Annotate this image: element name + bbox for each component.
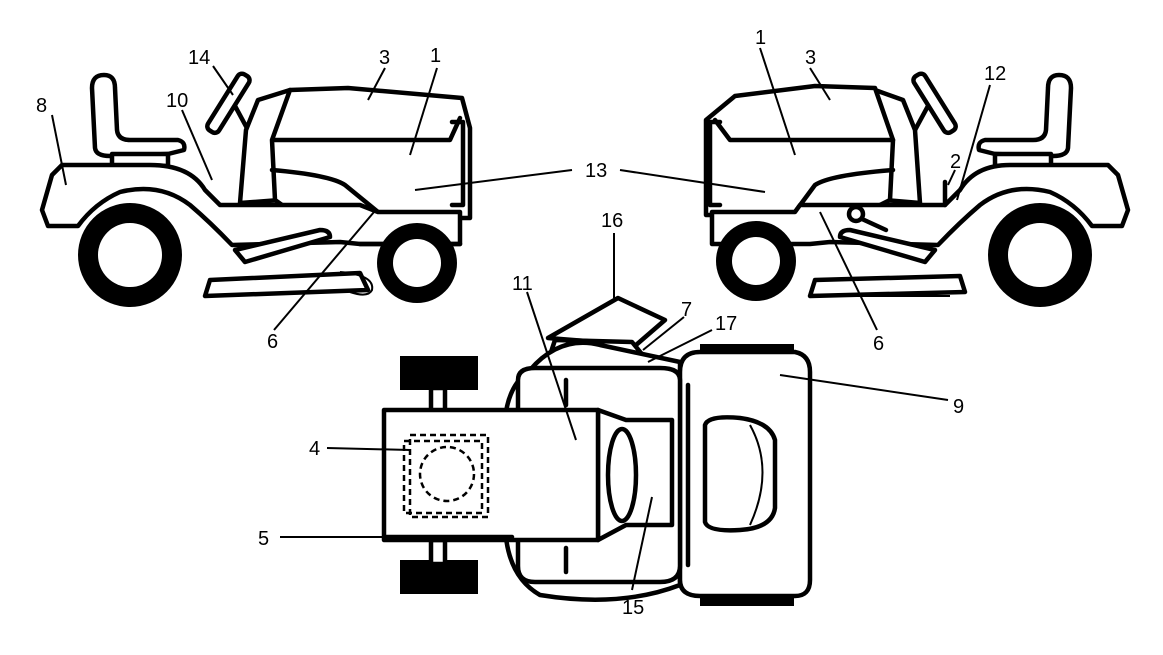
callout-numbers: 8 14 10 3 1 6 13 1 3 12 2 6 16 11 7 17 9…	[36, 27, 1006, 619]
steering-wheel	[911, 71, 958, 136]
leader-12	[956, 84, 991, 201]
callout-14: 14	[188, 47, 210, 69]
callout-5: 5	[258, 528, 269, 550]
callout-3-right: 3	[805, 47, 816, 69]
leader-8	[51, 114, 67, 186]
callout-1-right: 1	[755, 27, 766, 49]
hood	[703, 83, 896, 218]
leader-13-left	[414, 169, 573, 191]
tractor-right-side-view	[703, 71, 1131, 307]
rear-wheel-hub	[98, 223, 162, 287]
callout-4: 4	[309, 438, 320, 460]
grille	[449, 119, 466, 208]
leader-17	[647, 329, 713, 363]
mower-deck	[807, 273, 968, 299]
steering-wheel-top	[605, 426, 639, 524]
seat-circle	[418, 445, 476, 503]
hood-crease	[272, 115, 463, 143]
rear-body	[709, 162, 1131, 248]
leader-lines	[51, 47, 991, 591]
leader-1-right	[759, 47, 796, 156]
seat	[976, 72, 1074, 159]
ignition-lever	[859, 216, 889, 233]
callout-11: 11	[512, 273, 533, 295]
rear-body	[39, 162, 463, 248]
foot-pedal	[837, 227, 938, 265]
callout-7: 7	[681, 299, 692, 321]
callout-15: 15	[622, 597, 644, 619]
hood-vent-inner	[749, 424, 764, 526]
callout-9: 9	[953, 396, 964, 418]
leader-11	[526, 291, 577, 441]
front-wheel-hub	[732, 237, 780, 285]
steering-wheel	[205, 71, 252, 136]
seat-outline-shadow	[402, 439, 484, 515]
deck-chute	[339, 271, 374, 296]
hood	[269, 85, 473, 221]
callout-3-left: 3	[379, 47, 390, 69]
leader-10	[181, 109, 213, 181]
callout-8: 8	[36, 95, 47, 117]
callout-17: 17	[715, 313, 737, 335]
grille	[707, 119, 723, 208]
rear-fender-top	[381, 407, 601, 543]
leader-6-right	[819, 211, 878, 331]
ignition-key-icon	[846, 204, 866, 224]
rear-axle-bottom	[428, 537, 448, 567]
callout-2: 2	[950, 151, 961, 173]
discharge-chute	[545, 295, 668, 348]
front-wheel-hub	[393, 239, 441, 287]
foot-pedal	[232, 227, 333, 265]
hood-vent	[702, 415, 778, 533]
rear-tire-top	[400, 356, 478, 390]
rear-wheel-hub	[1008, 223, 1072, 287]
leader-7	[642, 316, 685, 351]
leader-9	[779, 374, 949, 401]
callout-16: 16	[601, 210, 623, 232]
leader-2	[947, 169, 956, 186]
leader-3-right	[809, 67, 831, 101]
leader-3-left	[367, 67, 386, 101]
leader-1-left	[409, 67, 438, 156]
callout-13: 13	[585, 160, 607, 182]
callout-6-right: 6	[873, 333, 884, 355]
leader-15	[631, 496, 653, 591]
leader-14	[212, 65, 234, 96]
side-panel-curve	[792, 167, 896, 215]
callout-6-left: 6	[267, 331, 278, 353]
leader-13-right	[619, 169, 766, 193]
callout-12: 12	[984, 63, 1006, 85]
callout-1-left: 1	[430, 45, 441, 67]
seat	[89, 72, 187, 159]
tractor-top-view	[381, 295, 813, 606]
tractor-left-side-view	[39, 71, 473, 307]
mower-deck	[202, 270, 371, 299]
hood-crease	[712, 117, 896, 143]
side-panel-curve	[269, 167, 381, 215]
leader-4	[326, 447, 411, 451]
leader-6-left	[273, 211, 375, 331]
callout-10: 10	[166, 90, 188, 112]
